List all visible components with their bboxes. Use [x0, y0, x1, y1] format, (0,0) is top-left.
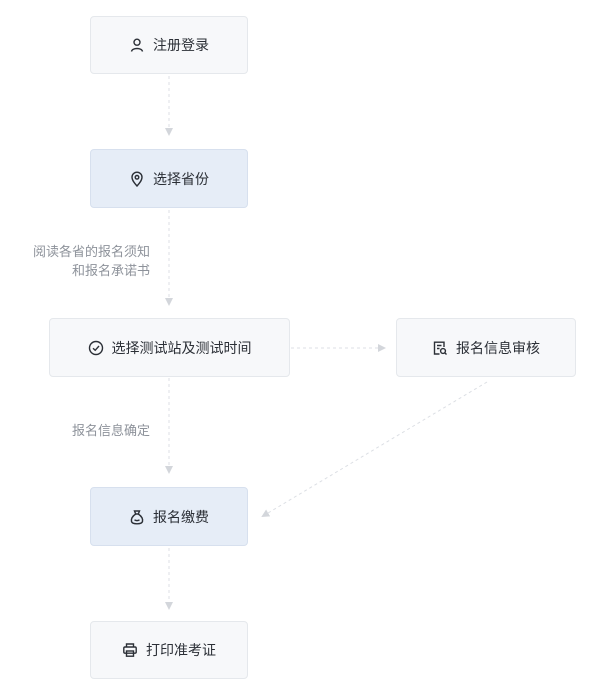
- edge-label-site-to-payment: 报名信息确定: [71, 424, 150, 439]
- document-review-icon: [433, 341, 447, 355]
- node-review[interactable]: 报名信息审核: [396, 318, 576, 377]
- money-bag-icon: [130, 509, 144, 525]
- node-payment-label: 报名缴费: [153, 509, 209, 526]
- node-test-site-label: 选择测试站及测试时间: [111, 340, 252, 357]
- node-province-label: 选择省份: [153, 171, 209, 188]
- node-print[interactable]: 打印准考证: [90, 621, 248, 679]
- user-icon: [130, 38, 144, 52]
- node-review-label: 报名信息审核: [456, 340, 540, 357]
- node-register-label: 注册登录: [153, 38, 209, 54]
- node-register[interactable]: 注册登录: [90, 16, 248, 74]
- printer-icon: [123, 643, 137, 657]
- node-payment[interactable]: 报名缴费: [90, 487, 248, 546]
- map-pin-icon: [131, 171, 143, 187]
- node-test-site[interactable]: 选择测试站及测试时间: [49, 318, 290, 377]
- node-province[interactable]: 选择省份: [90, 149, 248, 208]
- check-circle-icon: [88, 340, 103, 355]
- edge-label-province-to-site: 阅读各省的报名须知 和报名承诺书: [32, 245, 150, 279]
- node-print-label: 打印准考证: [146, 643, 216, 659]
- connector-review-payment: [261, 381, 488, 518]
